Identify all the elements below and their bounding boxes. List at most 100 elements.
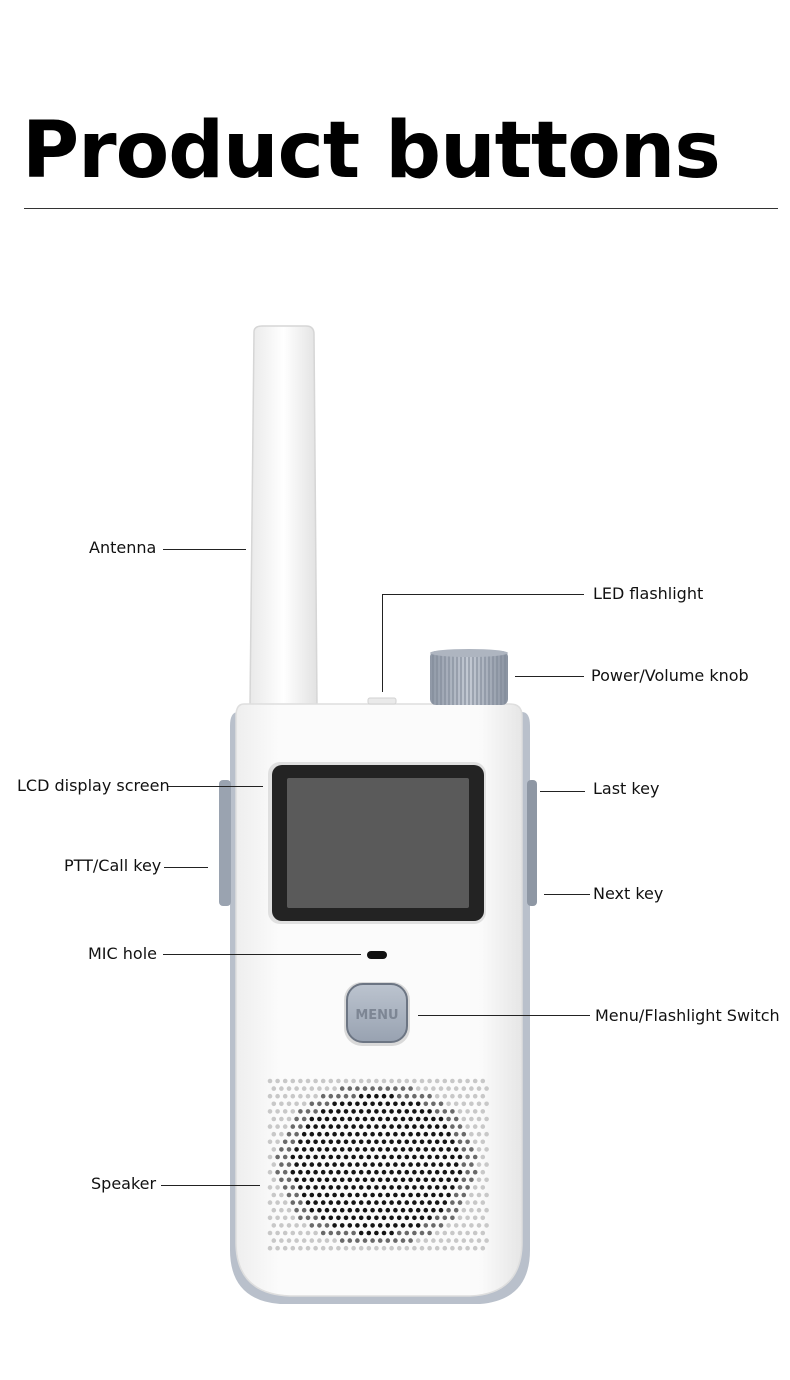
speaker-hole	[465, 1185, 470, 1190]
speaker-hole	[385, 1223, 391, 1228]
speaker-hole	[328, 1139, 334, 1145]
speaker-hole	[366, 1078, 372, 1084]
speaker-hole	[480, 1215, 486, 1221]
speaker-hole	[298, 1230, 303, 1236]
speaker-hole	[298, 1078, 303, 1084]
speaker-hole	[427, 1169, 432, 1175]
speaker-hole	[324, 1086, 330, 1091]
title-divider	[24, 208, 778, 209]
speaker-hole	[282, 1230, 288, 1236]
speaker-hole	[351, 1169, 356, 1175]
speaker-hole	[271, 1101, 277, 1107]
speaker-hole	[415, 1101, 421, 1107]
speaker-hole	[393, 1086, 398, 1091]
speaker-hole	[370, 1116, 375, 1122]
speaker-hole	[419, 1200, 425, 1205]
speaker-hole	[393, 1223, 398, 1228]
speaker-hole	[336, 1154, 341, 1160]
speaker-hole	[461, 1131, 467, 1137]
speaker-hole	[434, 1200, 440, 1205]
speaker-hole	[370, 1238, 375, 1243]
speaker-hole	[343, 1154, 349, 1160]
speaker-hole	[438, 1238, 444, 1243]
speaker-hole	[381, 1230, 387, 1236]
speaker-hole	[286, 1086, 292, 1091]
label-speaker: Speaker	[91, 1174, 157, 1193]
speaker-hole	[301, 1116, 307, 1122]
speaker-hole	[385, 1177, 391, 1183]
speaker-hole	[393, 1177, 398, 1183]
speaker-hole	[484, 1192, 489, 1198]
speaker-hole	[427, 1124, 432, 1129]
speaker-hole	[415, 1238, 421, 1243]
speaker-hole	[347, 1207, 353, 1213]
speaker-hole	[351, 1078, 356, 1084]
speaker-hole	[271, 1162, 277, 1167]
speaker-hole	[480, 1124, 486, 1129]
label-next-key: Next key	[593, 884, 664, 903]
speaker-hole	[461, 1177, 467, 1183]
speaker-hole	[275, 1185, 280, 1190]
speaker-hole	[309, 1207, 315, 1213]
speaker-hole	[339, 1238, 345, 1243]
speaker-hole	[381, 1185, 387, 1190]
speaker-hole	[271, 1131, 277, 1137]
speaker-hole	[286, 1223, 292, 1228]
speaker-hole	[396, 1139, 402, 1145]
leader-menu-flashlight-switch	[418, 1015, 590, 1016]
speaker-hole	[313, 1093, 318, 1099]
speaker-hole	[324, 1192, 330, 1198]
speaker-hole	[446, 1101, 451, 1107]
speaker-hole	[465, 1078, 470, 1084]
speaker-hole	[324, 1116, 330, 1122]
speaker-hole	[472, 1093, 478, 1099]
speaker-hole	[271, 1238, 277, 1243]
speaker-hole	[453, 1131, 459, 1137]
speaker-hole	[313, 1245, 318, 1251]
power-volume-knob	[430, 649, 508, 705]
speaker-hole	[415, 1147, 421, 1152]
speaker-hole	[396, 1169, 402, 1175]
speaker-hole	[355, 1147, 360, 1152]
speaker-hole	[305, 1109, 311, 1114]
speaker-hole	[389, 1139, 394, 1145]
speaker-hole	[355, 1207, 360, 1213]
speaker-hole	[408, 1131, 413, 1137]
speaker-hole	[305, 1139, 311, 1145]
speaker-hole	[309, 1116, 315, 1122]
speaker-hole	[396, 1093, 402, 1099]
speaker-hole	[305, 1230, 311, 1236]
speaker-hole	[294, 1101, 299, 1107]
speaker-hole	[358, 1230, 364, 1236]
speaker-hole	[377, 1238, 383, 1243]
speaker-hole	[358, 1154, 364, 1160]
speaker-hole	[484, 1207, 489, 1213]
speaker-hole	[279, 1101, 284, 1107]
speaker-hole	[358, 1169, 364, 1175]
speaker-hole	[358, 1245, 364, 1251]
speaker-hole	[358, 1215, 364, 1221]
speaker-hole	[305, 1215, 311, 1221]
speaker-hole	[431, 1101, 436, 1107]
speaker-hole	[275, 1169, 280, 1175]
speaker-hole	[355, 1162, 360, 1167]
speaker-hole	[396, 1154, 402, 1160]
speaker-hole	[412, 1139, 417, 1145]
speaker-hole	[355, 1238, 360, 1243]
speaker-hole	[412, 1230, 417, 1236]
label-mic-hole: MIC hole	[88, 944, 157, 963]
speaker-hole	[305, 1093, 311, 1099]
speaker-hole	[320, 1154, 326, 1160]
speaker-hole	[465, 1169, 470, 1175]
speaker-hole	[332, 1223, 337, 1228]
speaker-hole	[423, 1177, 429, 1183]
speaker-hole	[446, 1131, 451, 1137]
speaker-hole	[347, 1223, 353, 1228]
speaker-hole	[317, 1238, 322, 1243]
speaker-hole	[450, 1154, 455, 1160]
speaker-hole	[484, 1086, 489, 1091]
speaker-hole	[442, 1139, 448, 1145]
speaker-hole	[446, 1116, 451, 1122]
speaker-hole	[351, 1215, 356, 1221]
speaker-hole	[301, 1147, 307, 1152]
